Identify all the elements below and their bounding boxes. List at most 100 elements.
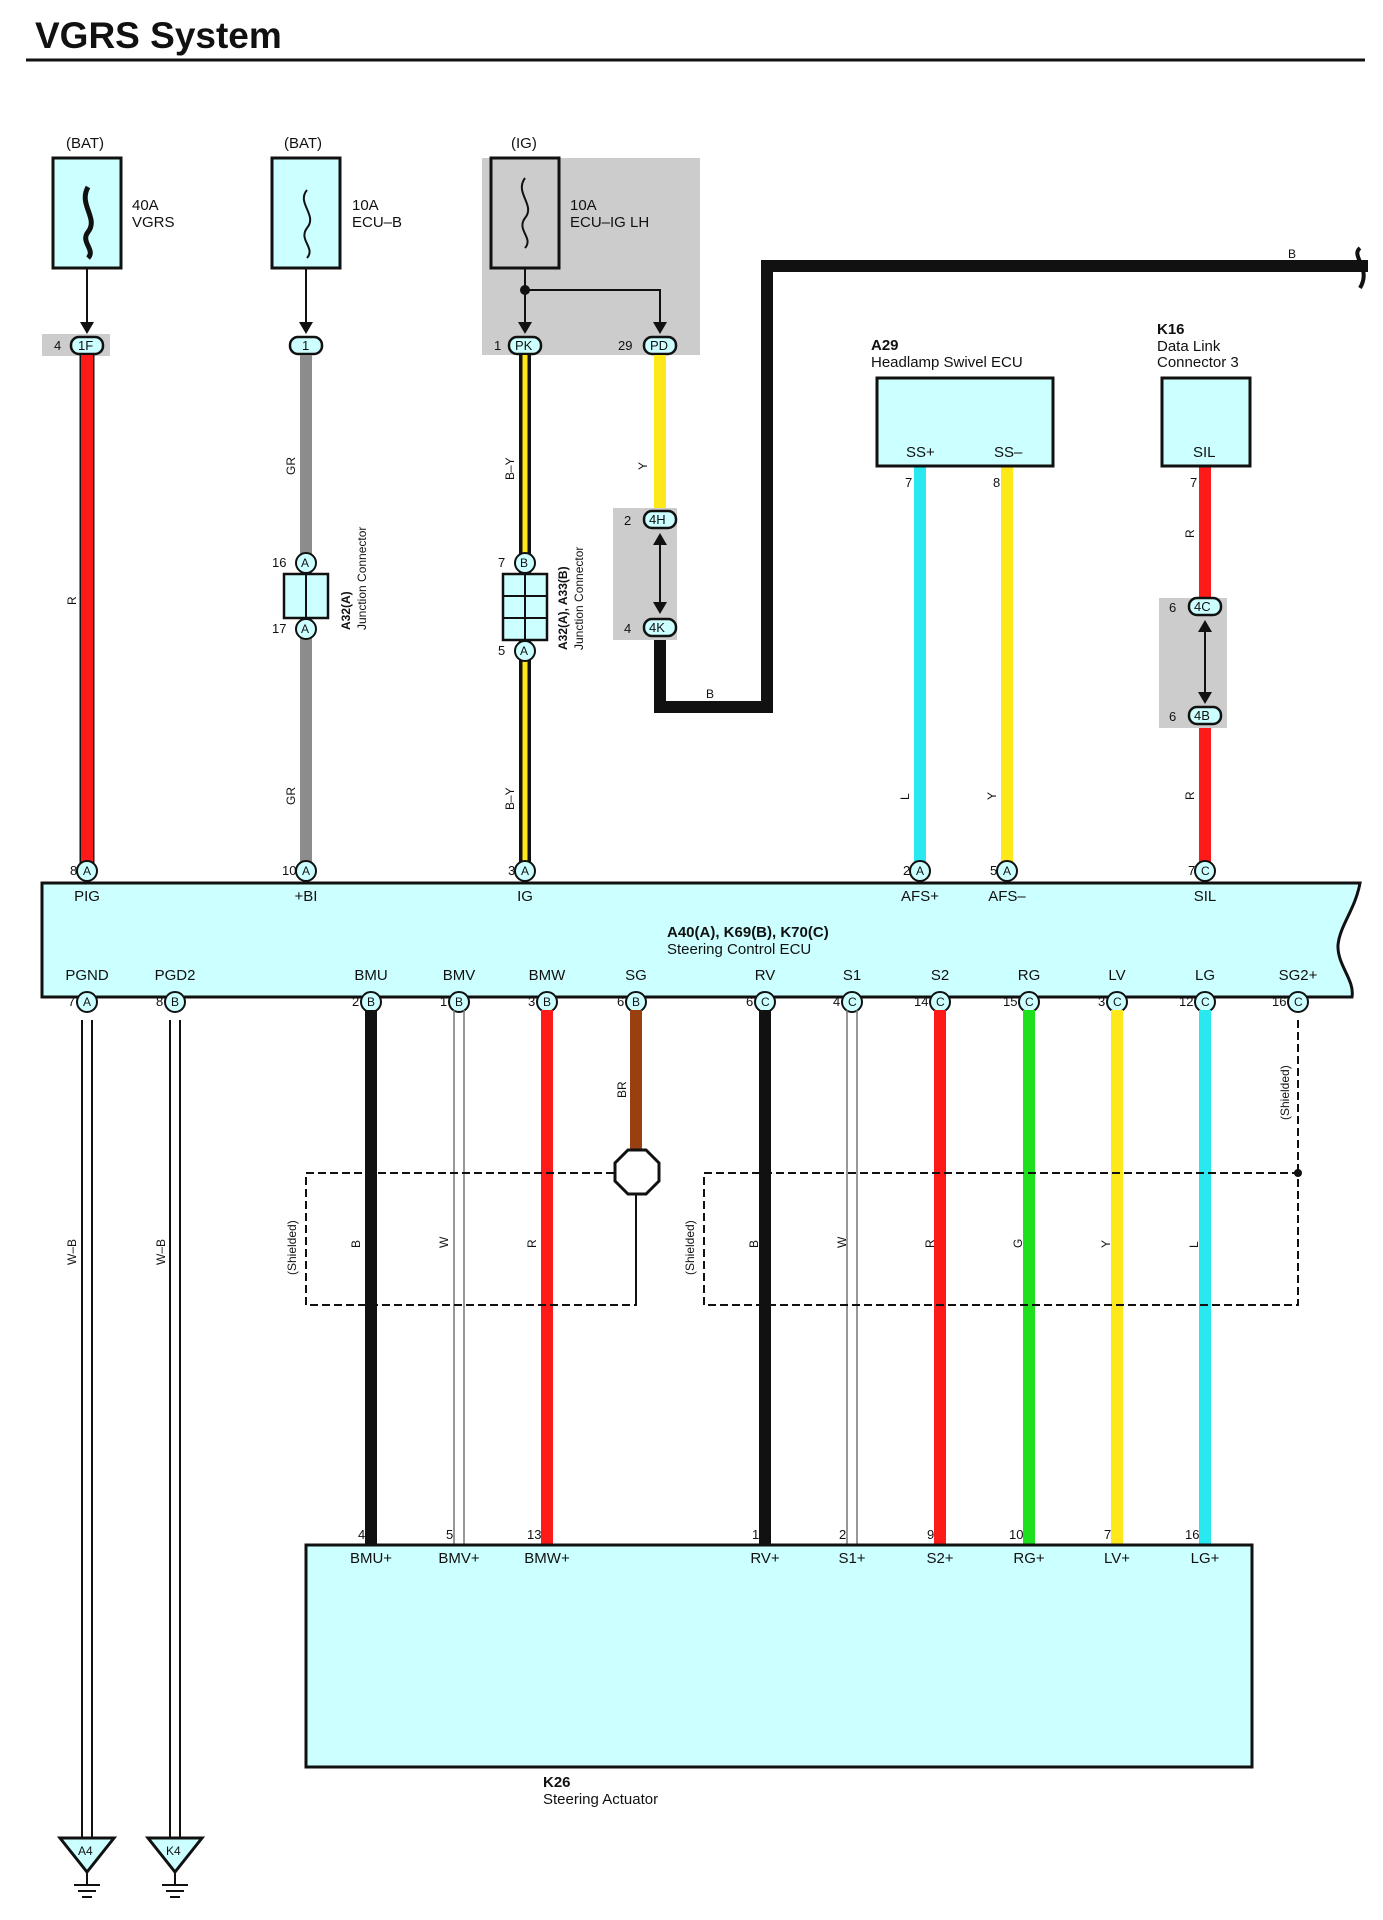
svg-text:R: R: [1183, 529, 1197, 538]
actuator-terminal-label: BMU+: [350, 1550, 392, 1567]
actuator-pin-number: 7: [1104, 1527, 1111, 1542]
ecu-pin-number: 8: [156, 994, 163, 1009]
ecu-pin-circle: [841, 991, 863, 1013]
fuse-icon: [302, 189, 312, 259]
svg-text:2: 2: [624, 513, 631, 528]
svg-text:R: R: [1183, 791, 1197, 800]
svg-text:SS+: SS+: [906, 444, 935, 461]
ecu-pin-connector: B: [632, 995, 640, 1009]
fuse-ecu-b-name: ECU–B: [352, 214, 402, 231]
svg-text:17: 17: [272, 621, 286, 636]
ecu-pin-circle: [295, 860, 317, 882]
ecu-pin-number: 4: [833, 994, 840, 1009]
junction-connector-a32: 16 A 17 A A32(A) Junction Connector: [272, 527, 369, 640]
svg-text:B: B: [520, 556, 528, 570]
ecu-pin-number: 3: [508, 863, 515, 878]
actuator-pin-number: 5: [446, 1527, 453, 1542]
ecu-terminal-label: BMU: [354, 967, 387, 984]
pin-1: 1: [302, 338, 309, 353]
svg-text:7: 7: [1190, 475, 1197, 490]
actuator-terminal-label: LV+: [1104, 1550, 1130, 1567]
svg-text:G: G: [1011, 1239, 1025, 1248]
ecu-pin-connector: A: [83, 864, 91, 878]
svg-text:SIL: SIL: [1193, 444, 1216, 461]
ecu-terminal-label: LV: [1108, 967, 1125, 984]
bottom-wires: [365, 1010, 1211, 1545]
ecu-name: Steering Control ECU: [667, 941, 811, 958]
ecu-terminal-label: AFS–: [988, 888, 1026, 905]
ecu-terminal-label: SIL: [1194, 888, 1217, 905]
svg-text:W–B: W–B: [65, 1239, 79, 1265]
ecu-pin-number: 14: [914, 994, 928, 1009]
svg-text:Data Link: Data Link: [1157, 338, 1221, 355]
ecu-pin-circle: [909, 860, 931, 882]
ecu-pin-connector: C: [1201, 995, 1210, 1009]
actuator-pin-number: 9: [927, 1527, 934, 1542]
svg-text:(Shielded): (Shielded): [1278, 1065, 1292, 1120]
actuator-terminal-label: S1+: [838, 1550, 865, 1567]
actuator-pin-number: 10: [1009, 1527, 1023, 1542]
ecu-pin-connector: C: [936, 995, 945, 1009]
ecu-pin-number: 8: [70, 863, 77, 878]
svg-text:Y: Y: [985, 792, 999, 800]
ecu-pin-number: 15: [1003, 994, 1017, 1009]
svg-text:L: L: [1187, 1241, 1201, 1248]
ecu-pin-number: 5: [990, 863, 997, 878]
ecu-terminal-label: SG: [625, 967, 647, 984]
svg-text:GR: GR: [284, 457, 298, 475]
ground-k4: K4: [144, 1836, 206, 1898]
ecu-pin-connector: C: [1113, 995, 1122, 1009]
steering-actuator: 4BMU+5BMV+13BMW+1RV+2S1+9S2+10RG+7LV+16L…: [304, 1527, 1254, 1808]
ecu-pin-connector: A: [521, 864, 529, 878]
svg-text:R: R: [923, 1239, 937, 1248]
ecu-pin-number: 12: [1179, 994, 1193, 1009]
svg-text:(Shielded): (Shielded): [285, 1220, 299, 1275]
ecu-pin-number: 6: [746, 994, 753, 1009]
ecu-pin-connector: A: [83, 995, 91, 1009]
a29-code: A29: [871, 337, 899, 354]
actuator-pin-number: 2: [839, 1527, 846, 1542]
svg-text:B–Y: B–Y: [503, 787, 517, 810]
ecu-terminal-label: RG: [1018, 967, 1041, 984]
ecu-pin-connector: B: [543, 995, 551, 1009]
wire-black-b: [654, 260, 1368, 713]
ecu-terminal-label: RV: [755, 967, 776, 984]
fuse-ecu-ig-amp: 10A: [570, 197, 597, 214]
page-title: VGRS System: [35, 15, 282, 56]
actuator-pin-number: 13: [527, 1527, 541, 1542]
ecu-pin-circle: [514, 860, 536, 882]
svg-text:Y: Y: [1099, 1240, 1113, 1248]
ecu-pin-connector: C: [1294, 995, 1303, 1009]
svg-text:B: B: [1288, 247, 1296, 261]
pin-4k: 4K: [649, 620, 665, 635]
ecu-terminal-label: S1: [843, 967, 861, 984]
ecu-terminal-label: IG: [517, 888, 533, 905]
svg-text:29: 29: [618, 338, 632, 353]
svg-text:6: 6: [1169, 600, 1176, 615]
ecu-pin-connector: A: [302, 864, 310, 878]
actuator-pin-number: 16: [1185, 1527, 1199, 1542]
ecu-pin-number: 3: [1098, 994, 1105, 1009]
ecu-pin-connector: C: [1201, 864, 1210, 878]
ecu-terminal-label: PIG: [74, 888, 100, 905]
ecu-pin-number: 7: [68, 994, 75, 1009]
svg-text:W: W: [835, 1236, 849, 1248]
ecu-pin-number: 3: [528, 994, 535, 1009]
ecu-pin-circle: [76, 991, 98, 1013]
svg-text:6: 6: [1169, 709, 1176, 724]
k26-code: K26: [543, 1774, 571, 1791]
pin-4h: 4H: [649, 512, 666, 527]
splice-4c-4b: 6 4C 6 4B: [1159, 596, 1227, 728]
bat-label-2: (BAT): [284, 135, 322, 152]
ecu-pin-number: 16: [1272, 994, 1286, 1009]
svg-text:R: R: [65, 596, 79, 605]
ecu-pin-circle: [996, 860, 1018, 882]
ecu-pin-number: 7: [1188, 863, 1195, 878]
a32-desc: Junction Connector: [355, 527, 369, 630]
shield-drain-octagon: [613, 1148, 661, 1305]
headlamp-swivel-ecu: A29 Headlamp Swivel ECU SS+ SS– 7 8: [871, 337, 1055, 490]
pin-4c: 4C: [1194, 599, 1211, 614]
fuse-vgrs-name: VGRS: [132, 214, 175, 231]
svg-text:B: B: [349, 1240, 363, 1248]
